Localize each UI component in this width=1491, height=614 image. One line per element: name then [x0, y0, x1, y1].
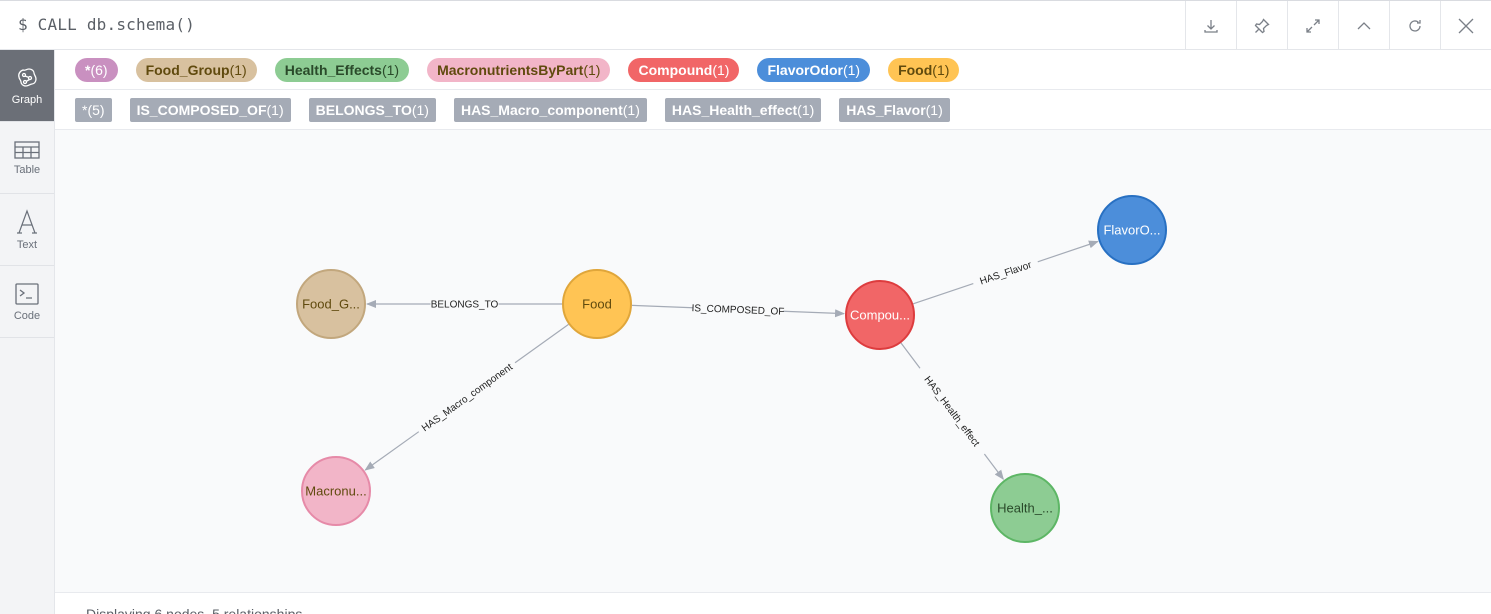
- sidebar-label-code: Code: [13, 309, 41, 322]
- node-caption: Compou...: [850, 308, 910, 323]
- relationship-has-health-effect[interactable]: HAS_Health_effect: [900, 342, 1004, 481]
- relationship-has-macro-component[interactable]: HAS_Macro_component: [364, 323, 569, 471]
- node-label-pill-health-effects[interactable]: Health_Effects(1): [274, 57, 410, 82]
- node-label-pill-all[interactable]: *(6): [75, 57, 118, 82]
- relationship-line[interactable]: [900, 342, 921, 369]
- node-flavor[interactable]: FlavorO...: [1097, 195, 1167, 265]
- rel-type-pill-has-flavor[interactable]: HAS_Flavor(1): [839, 97, 950, 122]
- node-caption: Food: [582, 297, 612, 312]
- node-macro[interactable]: Macronu...: [301, 456, 371, 526]
- rel-type-pill-all[interactable]: *(5): [75, 97, 112, 122]
- relationship-label: BELONGS_TO: [431, 300, 499, 311]
- sidebar-label-table: Table: [13, 163, 41, 176]
- relationship-arrow[interactable]: [1037, 240, 1099, 263]
- sidebar-item-graph[interactable]: Graph: [0, 50, 54, 122]
- expand-button[interactable]: [1287, 1, 1338, 50]
- relationship-label: HAS_Health_effect: [922, 374, 982, 449]
- query-bar: $ CALL db.schema(): [0, 0, 1491, 50]
- sidebar-item-text[interactable]: Text: [0, 194, 54, 266]
- node-circle[interactable]: [301, 456, 371, 526]
- collapse-button[interactable]: [1338, 1, 1389, 50]
- graph-visualization[interactable]: BELONGS_TO IS_COMPOSED_OF HAS_FlavorHAS_He…: [55, 130, 1491, 592]
- node-food[interactable]: Food: [562, 269, 632, 339]
- relationship-belongs-to[interactable]: BELONGS_TO: [366, 300, 562, 311]
- rel-type-pill-has-health-effect[interactable]: HAS_Health_effect(1): [664, 97, 822, 122]
- view-sidebar: Graph Table Text Code: [0, 50, 55, 614]
- close-icon: [1458, 18, 1474, 33]
- sidebar-label-text: Text: [16, 238, 38, 251]
- status-text: Displaying 6 nodes, 5 relationships.: [86, 606, 307, 614]
- node-circle[interactable]: [990, 473, 1060, 543]
- pin-icon: [1254, 17, 1270, 33]
- node-circle[interactable]: [562, 269, 632, 339]
- rel-type-pill-is-composed-of[interactable]: IS_COMPOSED_OF(1): [129, 97, 291, 122]
- result-toolbar: [1185, 1, 1491, 50]
- node-circle[interactable]: [1097, 195, 1167, 265]
- collapse-icon: [1357, 21, 1371, 29]
- relationship-line[interactable]: [514, 323, 569, 364]
- sidebar-label-graph: Graph: [11, 93, 43, 106]
- relationship-label: HAS_Macro_component: [420, 362, 515, 435]
- code-icon: [15, 282, 39, 305]
- relationship-line[interactable]: [912, 282, 974, 305]
- table-icon: [14, 140, 40, 159]
- node-caption: FlavorO...: [1103, 223, 1160, 238]
- relationship-label: IS_COMPOSED_OF: [691, 303, 784, 318]
- relationship-has-flavor[interactable]: HAS_Flavor: [912, 240, 1099, 305]
- relationship-type-legend: *(5) IS_COMPOSED_OF(1) BELONGS_TO(1) HAS…: [55, 90, 1491, 130]
- close-button[interactable]: [1440, 1, 1491, 50]
- relationship-line[interactable]: [631, 304, 693, 309]
- node-label-pill-flavorodor[interactable]: FlavorOdor(1): [757, 57, 871, 82]
- node-food-group[interactable]: Food_G...: [296, 269, 366, 339]
- node-label-pill-macronutrients[interactable]: MacronutrientsByPart(1): [427, 57, 611, 82]
- node-caption: Macronu...: [305, 484, 366, 499]
- node-label-pill-food[interactable]: Food(1): [888, 57, 960, 82]
- relationship-arrow[interactable]: [364, 431, 420, 471]
- query-text[interactable]: $ CALL db.schema(): [18, 15, 195, 34]
- pin-button[interactable]: [1236, 1, 1287, 50]
- node-label-pill-compound[interactable]: Compound(1): [628, 57, 740, 82]
- refresh-button[interactable]: [1389, 1, 1440, 50]
- relationship-label: HAS_Flavor: [979, 260, 1034, 288]
- refresh-icon: [1409, 19, 1421, 32]
- sidebar-item-code[interactable]: Code: [0, 266, 54, 338]
- node-compound[interactable]: Compou...: [845, 280, 915, 350]
- node-caption: Health_...: [997, 501, 1053, 516]
- node-health[interactable]: Health_...: [990, 473, 1060, 543]
- sidebar-item-table[interactable]: Table: [0, 122, 54, 194]
- relationship-arrow[interactable]: [983, 453, 1004, 481]
- rel-type-pill-belongs-to[interactable]: BELONGS_TO(1): [308, 97, 436, 122]
- node-circle[interactable]: [845, 280, 915, 350]
- download-icon: [1204, 19, 1218, 33]
- status-bar: Displaying 6 nodes, 5 relationships.: [55, 592, 1491, 614]
- download-button[interactable]: [1185, 1, 1236, 50]
- text-icon: [17, 208, 37, 234]
- expand-icon: [1306, 18, 1320, 33]
- node-label-legend: *(6) Food_Group(1) Health_Effects(1) Mac…: [55, 50, 1491, 90]
- relationship-is-composed-of[interactable]: IS_COMPOSED_OF: [631, 303, 846, 318]
- rel-type-pill-has-macro-component[interactable]: HAS_Macro_component(1): [453, 97, 647, 122]
- node-circle[interactable]: [296, 269, 366, 339]
- graph-icon: [18, 67, 37, 87]
- node-label-pill-food-group[interactable]: Food_Group(1): [135, 57, 257, 82]
- node-caption: Food_G...: [302, 297, 360, 312]
- relationship-arrow[interactable]: [783, 309, 846, 318]
